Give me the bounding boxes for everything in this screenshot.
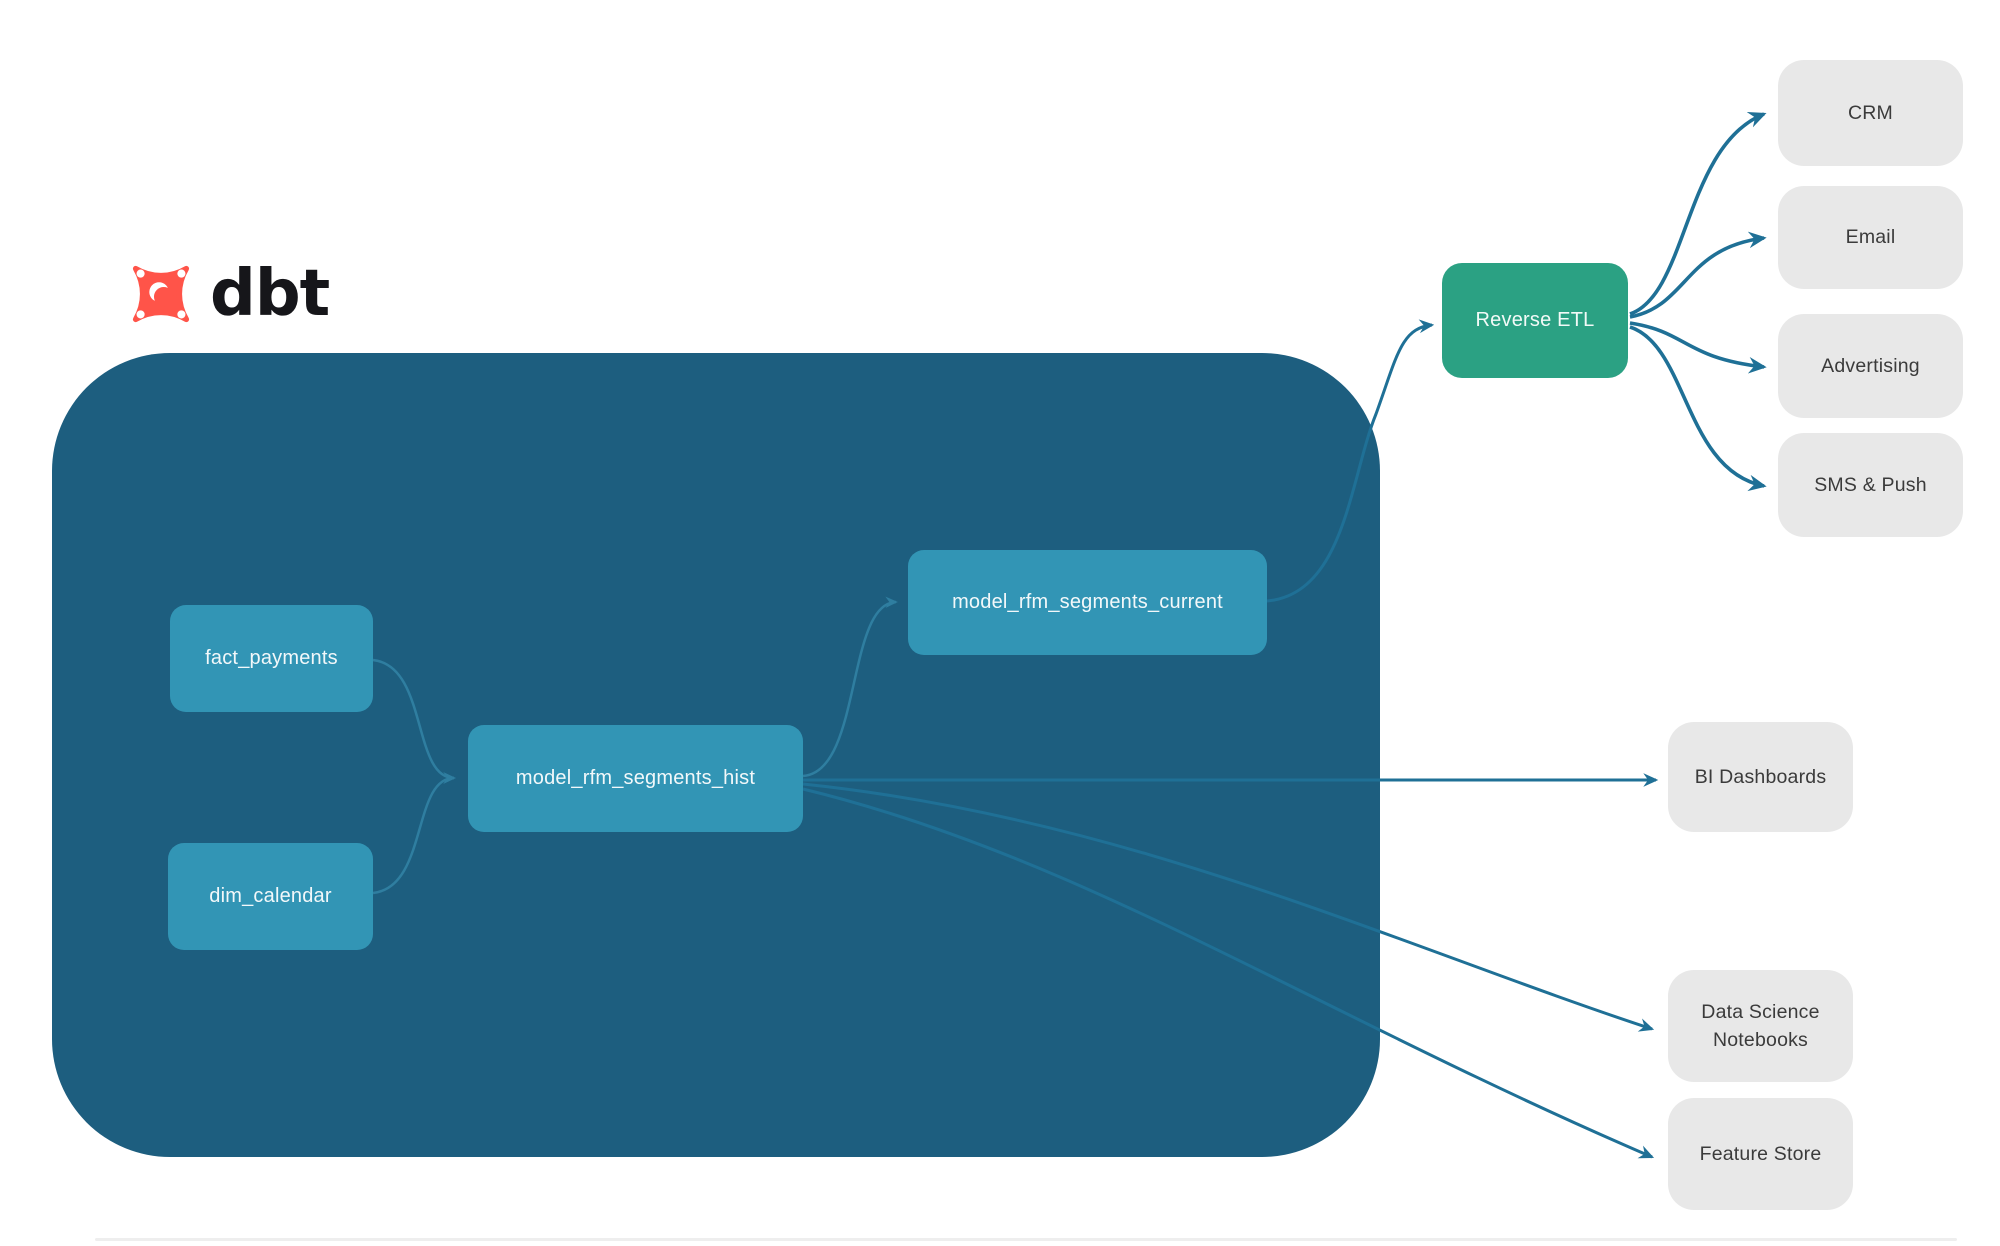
node-model-rfm-segments-hist: model_rfm_segments_hist	[468, 725, 803, 832]
node-crm: CRM	[1778, 60, 1963, 166]
node-model-rfm-segments-current-label: model_rfm_segments_current	[952, 591, 1223, 613]
dbt-logo-icon	[132, 265, 190, 323]
edge-reverse-etl-to-crm	[1629, 112, 1767, 316]
node-feature-store: Feature Store	[1668, 1098, 1853, 1210]
edge-reverse-etl-to-email	[1629, 231, 1767, 319]
edge-reverse-etl-to-advertising	[1629, 321, 1767, 374]
node-bi-dashboards-label: BI Dashboards	[1694, 765, 1827, 788]
node-email-label: Email	[1845, 226, 1896, 249]
node-advertising: Advertising	[1778, 314, 1963, 418]
canvas-bottom-edge	[95, 1238, 1957, 1241]
node-fact-payments-label: fact_payments	[205, 647, 338, 669]
node-dim-calendar-label: dim_calendar	[209, 885, 332, 907]
node-reverse-etl: Reverse ETL	[1442, 263, 1628, 378]
node-reverse-etl-label: Reverse ETL	[1475, 309, 1595, 331]
node-data-science-notebooks: Data Science Notebooks	[1668, 970, 1853, 1082]
node-crm-label: CRM	[1847, 101, 1893, 124]
node-data-science-notebooks-label: Data Science Notebooks	[1701, 1000, 1820, 1051]
node-sms-push: SMS & Push	[1778, 433, 1963, 537]
node-feature-store-label: Feature Store	[1699, 1142, 1822, 1165]
dbt-logo-wordmark: dbt	[210, 257, 330, 331]
node-fact-payments: fact_payments	[170, 605, 373, 712]
node-bi-dashboards: BI Dashboards	[1668, 722, 1853, 832]
node-model-rfm-segments-hist-label: model_rfm_segments_hist	[515, 767, 756, 789]
dbt-logo: dbt	[122, 255, 330, 333]
edge-reverse-etl-to-sms-push	[1629, 325, 1767, 492]
node-model-rfm-segments-current: model_rfm_segments_current	[908, 550, 1267, 655]
node-dim-calendar: dim_calendar	[168, 843, 373, 950]
node-sms-push-label: SMS & Push	[1814, 473, 1927, 496]
node-email: Email	[1778, 186, 1963, 289]
node-advertising-label: Advertising	[1821, 354, 1920, 377]
